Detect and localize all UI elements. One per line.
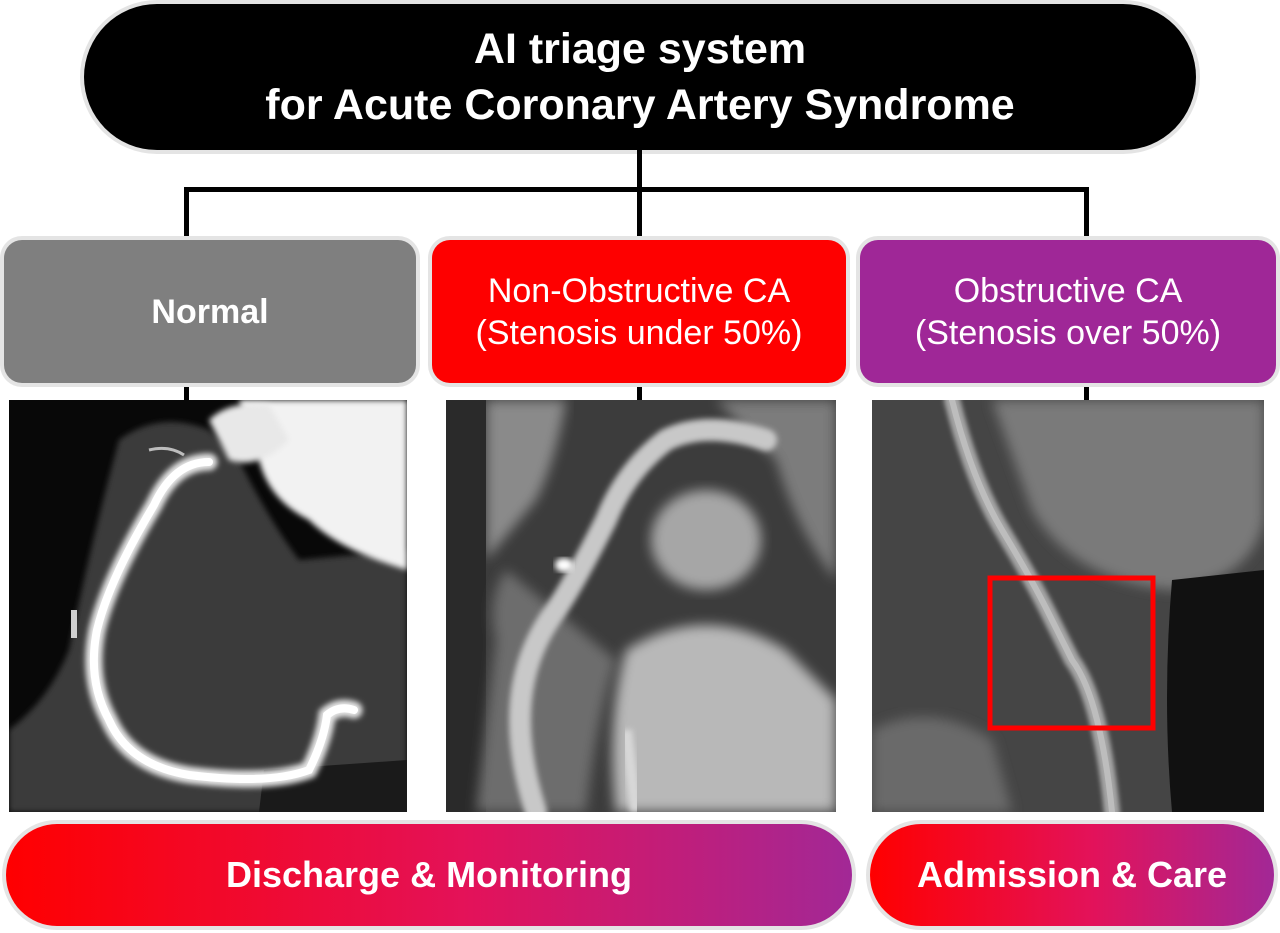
connector-center-lower	[637, 383, 642, 400]
connector-horizontal	[184, 187, 1089, 192]
category-non-obstructive-label: Non-Obstructive CA	[487, 271, 791, 310]
category-non-obstructive: Non-Obstructive CA (Stenosis under 50%)	[432, 240, 846, 383]
outcome-discharge: Discharge & Monitoring	[6, 824, 852, 926]
ct-scan-obstructive	[872, 400, 1264, 812]
category-non-obstructive-sublabel: (Stenosis under 50%)	[475, 313, 803, 352]
category-obstructive: Obstructive CA (Stenosis over 50%)	[860, 240, 1276, 383]
category-obstructive-label: Obstructive CA	[953, 271, 1183, 310]
category-obstructive-sublabel: (Stenosis over 50%)	[914, 313, 1222, 352]
category-normal-label: Normal	[151, 292, 269, 331]
ct-scan-non-obstructive	[446, 400, 836, 812]
outcome-admission: Admission & Care	[870, 824, 1274, 926]
title-line-2: for Acute Coronary Artery Syndrome	[265, 81, 1015, 129]
outcome-admission-label: Admission & Care	[916, 854, 1228, 895]
connector-right	[1084, 187, 1089, 240]
connector-right-lower	[1084, 383, 1089, 400]
connector-trunk	[637, 150, 642, 240]
ct-scan-normal	[9, 400, 407, 812]
title-line-1: AI triage system	[473, 25, 807, 73]
connector-left-lower	[184, 383, 189, 400]
title-box: AI triage system for Acute Coronary Arte…	[84, 4, 1196, 150]
stenosis-highlight-box	[987, 575, 1156, 731]
category-normal: Normal	[4, 240, 416, 383]
connector-left	[184, 187, 189, 240]
outcome-discharge-label: Discharge & Monitoring	[225, 854, 633, 895]
